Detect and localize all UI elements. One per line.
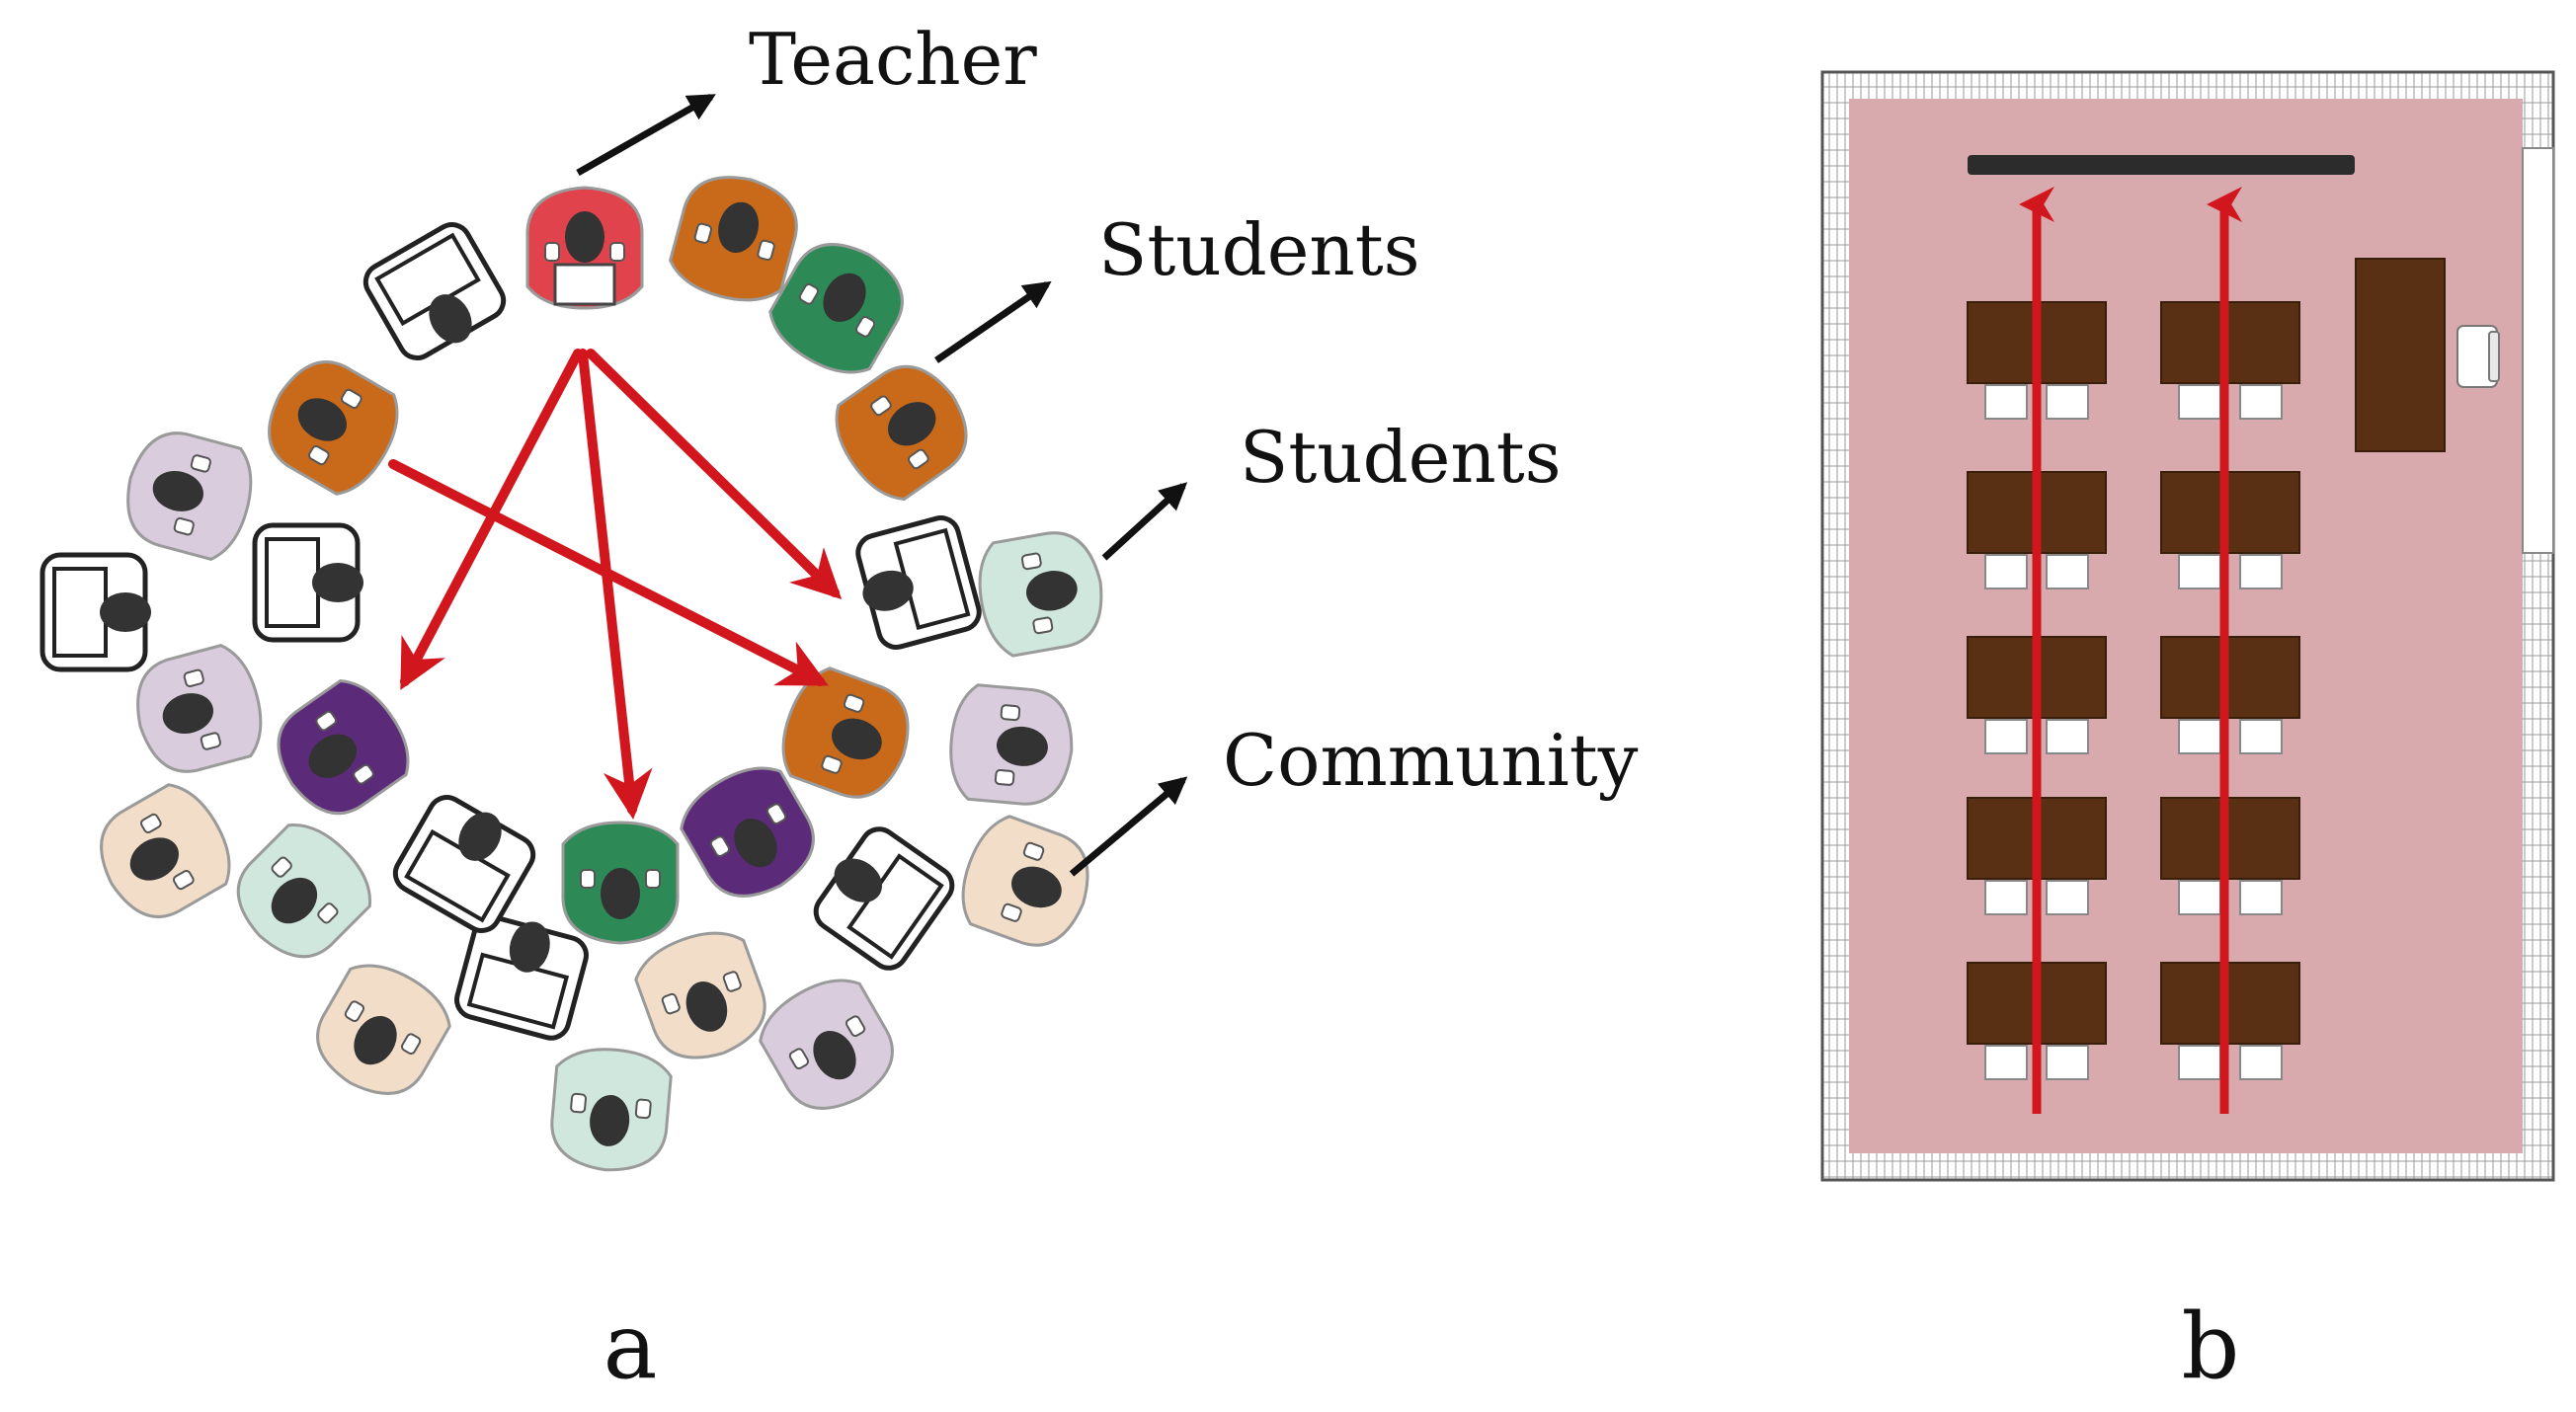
pointer-community — [1069, 776, 1188, 877]
pointer-students-2 — [1101, 482, 1188, 561]
label-community: Community — [1223, 719, 1639, 802]
student-seat — [669, 176, 798, 302]
interaction-arrows — [388, 349, 843, 820]
empty-chair — [813, 826, 955, 971]
label-students-1: Students — [1098, 208, 1420, 291]
red-arrow-to-bottom — [578, 349, 653, 820]
student-seat — [136, 644, 263, 773]
empty-chair — [362, 222, 507, 360]
student-seat — [561, 821, 680, 945]
blackboard — [1968, 155, 2355, 175]
student-seat — [550, 1048, 673, 1172]
red-arrow-to-right — [586, 349, 843, 599]
student-seat — [236, 823, 372, 959]
empty-chair — [40, 552, 151, 672]
student-seat — [835, 364, 968, 501]
student-desk — [2160, 797, 2300, 915]
teacher-chair — [2456, 325, 2500, 388]
red-arrow-cross — [388, 459, 829, 686]
student-desk — [2160, 301, 2300, 420]
label-students-2: Students — [1240, 416, 1562, 499]
student-desk — [2160, 636, 2300, 754]
door-gap — [2522, 147, 2554, 554]
teacher-desk — [2355, 258, 2446, 452]
student-seat — [978, 531, 1103, 658]
student-seat — [961, 815, 1089, 947]
label-teacher: Teacher — [749, 18, 1037, 101]
panel-b-row-classroom: b — [1820, 70, 2555, 1399]
empty-chair — [454, 914, 589, 1041]
teacher-seat — [525, 186, 644, 310]
empty-chair — [392, 795, 536, 933]
seat-ring — [40, 176, 1103, 1172]
student-seat — [126, 431, 253, 561]
student-seat — [759, 979, 894, 1110]
student-seat — [680, 766, 815, 898]
student-seat — [316, 964, 451, 1095]
student-seat — [268, 360, 399, 496]
student-desk — [2160, 471, 2300, 589]
student-desk — [2160, 962, 2300, 1080]
student-seat — [100, 783, 231, 918]
panel-a-circle-seating: Teacher Students Students Community a — [40, 18, 1639, 1399]
label-pointers — [576, 93, 1188, 877]
student-seat — [949, 683, 1074, 806]
empty-chair — [855, 515, 982, 650]
pointer-students-1 — [934, 280, 1052, 363]
empty-chair — [252, 522, 363, 643]
student-seat — [781, 667, 910, 799]
student-seat — [634, 931, 766, 1059]
student-seat — [768, 243, 904, 374]
row-arrows — [2019, 187, 2242, 1114]
student-seat — [277, 679, 410, 816]
caption-a: a — [604, 1294, 658, 1399]
pointer-teacher — [576, 93, 716, 177]
caption-b: b — [2182, 1294, 2240, 1399]
